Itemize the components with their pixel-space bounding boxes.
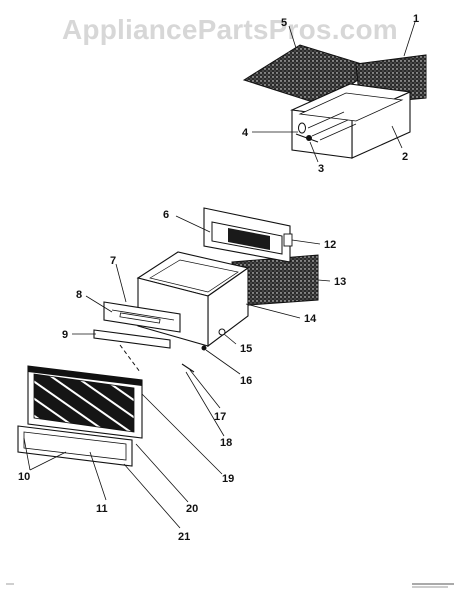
callout-15: 15	[240, 343, 252, 355]
explode-guide	[119, 344, 141, 373]
part-2-housing	[290, 83, 412, 159]
callout-17: 17	[214, 411, 226, 423]
callout-12: 12	[324, 239, 336, 251]
callout-19: 19	[222, 473, 234, 485]
part-17-pin	[181, 363, 195, 373]
callout-3: 3	[318, 163, 324, 175]
callout-11: 11	[96, 503, 108, 515]
part-21-door-frame	[17, 425, 133, 467]
callout-8: 8	[76, 289, 82, 301]
upper-assembly	[242, 44, 427, 159]
leader-lines	[23, 21, 416, 529]
part-19-door-panel	[27, 365, 143, 439]
site-watermark: AppliancePartsPros.com	[62, 14, 398, 45]
part-9-trim-rail	[93, 329, 171, 349]
callout-2: 2	[402, 151, 408, 163]
callout-4: 4	[242, 127, 249, 139]
callout-18: 18	[220, 437, 232, 449]
callout-9: 9	[62, 329, 68, 341]
drawer-body	[136, 251, 250, 348]
callout-16: 16	[240, 375, 252, 387]
callout-13: 13	[334, 276, 346, 288]
callout-7: 7	[110, 255, 116, 267]
callout-21: 21	[178, 531, 190, 543]
part-8-drawer-front	[103, 301, 181, 333]
callout-14: 14	[304, 313, 317, 325]
callout-20: 20	[186, 503, 198, 515]
callout-5: 5	[281, 17, 287, 29]
callout-1: 1	[413, 13, 419, 25]
part-6-rear-frame	[203, 207, 293, 263]
part-3-fastener	[306, 135, 312, 141]
part-15-clip	[218, 328, 226, 336]
callout-6: 6	[163, 209, 169, 221]
callout-labels: 1 2 3 4 5 6 7 8 9 10 11 12 13 14 15 16 1…	[18, 13, 419, 543]
footer-marks	[6, 583, 454, 588]
part-16-screw	[201, 345, 207, 351]
lower-assembly	[17, 207, 319, 467]
callout-10: 10	[18, 471, 30, 483]
